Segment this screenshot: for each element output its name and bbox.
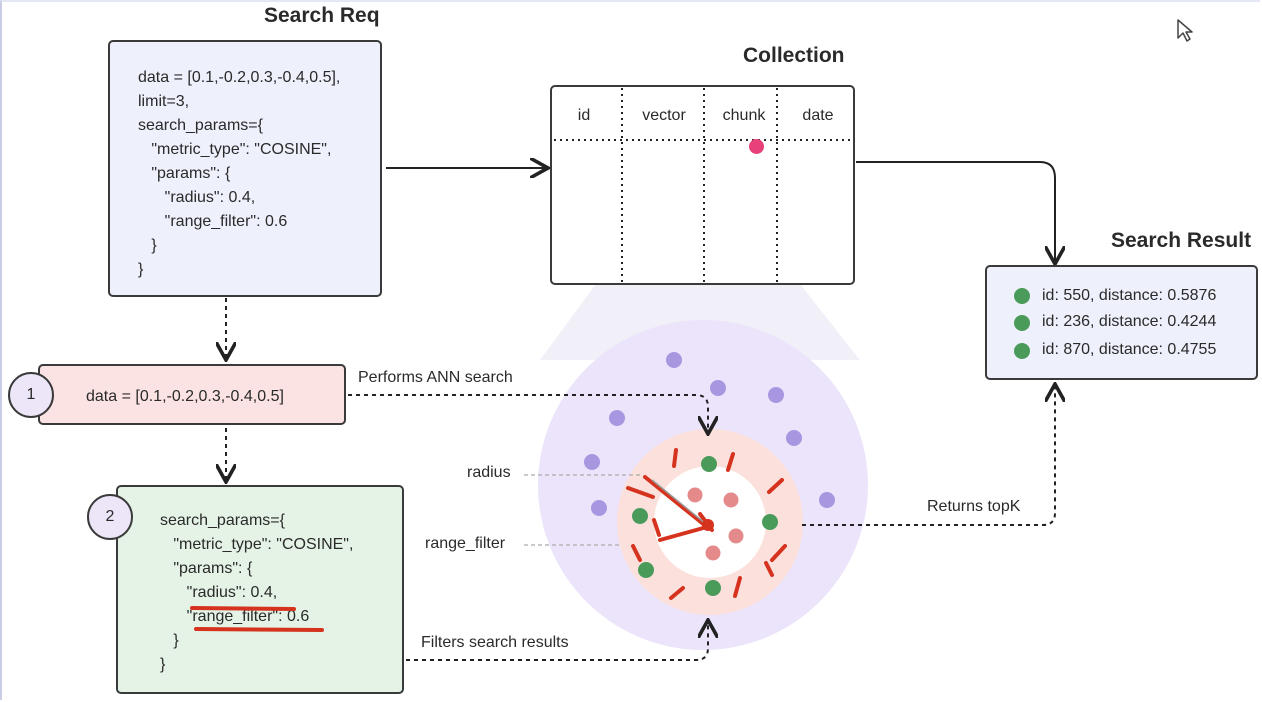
collection-column-date: date xyxy=(802,107,834,124)
search-result-box: id: 550, distance: 0.5876 id: 236, dista… xyxy=(985,265,1258,380)
filters-arrow xyxy=(406,622,708,661)
search-req-line: "metric_type": "COSINE", xyxy=(138,141,332,158)
radius-needle xyxy=(651,479,707,525)
step2-box: search_params={ "metric_type": "COSINE",… xyxy=(116,485,404,694)
returns-topk-label: Returns topK xyxy=(927,498,1021,515)
collection-column-chunk: chunk xyxy=(722,107,766,124)
step2-line: "range_filter": 0.6 xyxy=(160,608,310,625)
collection-title: Collection xyxy=(743,44,845,67)
search-req-line: "params": { xyxy=(138,165,231,182)
result-item: id: 870, distance: 0.4755 xyxy=(1042,341,1217,358)
search-req-line: limit=3, xyxy=(138,93,190,110)
collection-column-vector: vector xyxy=(642,107,686,124)
result-item: id: 550, distance: 0.5876 xyxy=(1042,287,1217,304)
search-req-line: data = [0.1,-0.2,0.3,-0.4,0.5], xyxy=(138,69,341,86)
step2-line: "metric_type": "COSINE", xyxy=(160,536,354,553)
result-status-dot xyxy=(1014,288,1030,304)
step2-line: "params": { xyxy=(160,560,253,577)
collection-to-result-arrow xyxy=(856,161,1055,262)
pink-dots xyxy=(687,487,744,561)
step1-number: 1 xyxy=(8,372,54,418)
search-req-line: "radius": 0.4, xyxy=(138,189,256,206)
search-req-line: "range_filter": 0.6 xyxy=(138,213,288,230)
mouse-cursor-icon xyxy=(1177,19,1193,42)
search-req-line: } xyxy=(138,261,144,278)
returns-topk-arrow xyxy=(802,386,1055,526)
cursor-dot xyxy=(749,139,764,154)
range-filter-label: range_filter xyxy=(425,535,506,552)
step1-code: data = [0.1,-0.2,0.3,-0.4,0.5] xyxy=(86,388,284,405)
step2-line: "radius": 0.4, xyxy=(160,584,278,601)
search-req-box: data = [0.1,-0.2,0.3,-0.4,0.5], limit=3,… xyxy=(108,40,382,297)
result-status-dot xyxy=(1014,343,1030,359)
collection-grid xyxy=(554,88,852,282)
filters-label: Filters search results xyxy=(421,634,569,651)
performs-ann-label: Performs ANN search xyxy=(358,369,513,386)
query-point xyxy=(702,519,714,531)
green-dots xyxy=(632,456,778,596)
step2-line: } xyxy=(160,632,179,649)
step2-line: } xyxy=(160,656,166,673)
result-item: id: 236, distance: 0.4244 xyxy=(1042,313,1217,330)
collection-column-id: id xyxy=(577,107,591,124)
search-req-line: } xyxy=(138,237,157,254)
result-status-dot xyxy=(1014,315,1030,331)
purple-dots xyxy=(584,352,835,516)
step1-box: data = [0.1,-0.2,0.3,-0.4,0.5] xyxy=(38,364,346,425)
search-req-title: Search Req xyxy=(264,4,380,27)
radius-label: radius xyxy=(467,464,511,481)
search-result-title: Search Result xyxy=(1111,229,1252,252)
collection-box: id vector chunk date xyxy=(550,85,855,285)
step2-number: 2 xyxy=(87,494,133,540)
search-req-line: search_params={ xyxy=(138,117,263,134)
step2-line: search_params={ xyxy=(160,512,285,529)
